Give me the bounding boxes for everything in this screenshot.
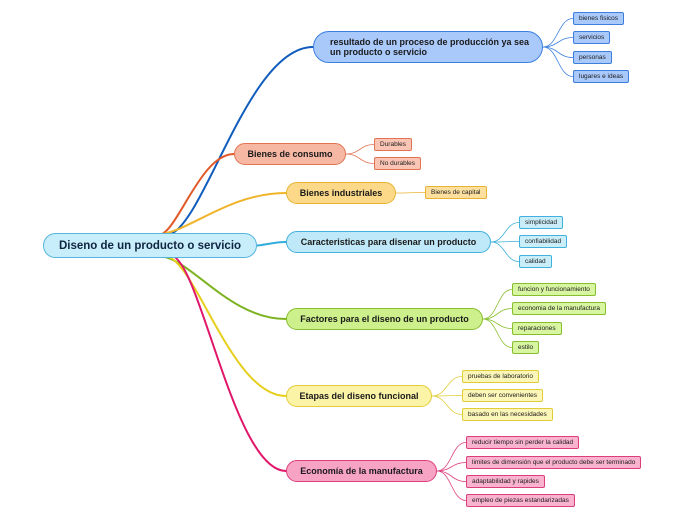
leaf-calidad[interactable]: calidad [519, 255, 552, 268]
connector-branch-1 [158, 153, 235, 236]
leaf-estilo[interactable]: estilo [512, 341, 540, 354]
connector-branch-4 [159, 255, 287, 320]
connector-leaf-1-1 [345, 153, 375, 164]
connector-branch-2 [155, 192, 287, 236]
connector-leaf-6-1 [436, 462, 467, 472]
leaf-reducir-tiempo[interactable]: reducir tiempo sin perder la calidad [466, 436, 580, 449]
connector-leaf-0-0 [542, 18, 574, 48]
leaf-confiabilidad[interactable]: confiabilidad [519, 235, 568, 248]
connector-branch-5 [165, 255, 287, 397]
branch-etapas[interactable]: Etapas del diseno funcional [286, 385, 432, 407]
connector-leaf-3-0 [490, 222, 520, 243]
leaf-lugares-ideas[interactable]: lugares e ideas [573, 70, 630, 83]
leaf-limites-dimension[interactable]: limites de dimensión que el producto deb… [466, 456, 642, 469]
leaf-no-durables[interactable]: No durables [374, 157, 422, 170]
branch-factores[interactable]: Factores para el diseno de un producto [286, 308, 483, 330]
connector-leaf-5-2 [431, 395, 463, 415]
connector-leaf-5-0 [431, 376, 463, 397]
connector-branch-6 [171, 255, 287, 472]
connector-branch-3 [256, 241, 287, 247]
connector-leaf-0-2 [542, 46, 574, 58]
connector-leaf-2-0 [395, 192, 426, 194]
connector-leaf-6-0 [436, 442, 467, 472]
connector-leaf-6-3 [436, 470, 467, 501]
leaf-bienes-fisicos[interactable]: bienes fisicos [573, 12, 625, 25]
leaf-economia-manufactura[interactable]: economia de la manufactura [512, 302, 607, 315]
connector-leaf-4-0 [482, 289, 513, 320]
branch-resultado[interactable]: resultado de un proceso de producción ya… [313, 31, 543, 63]
leaf-piezas-estandarizadas[interactable]: empleo de piezas estandarizadas [466, 494, 575, 507]
leaf-reparaciones[interactable]: reparaciones [512, 322, 562, 335]
connector-leaf-6-2 [436, 470, 467, 482]
leaf-adaptabilidad[interactable]: adaptabilidad y rapides [466, 475, 545, 488]
leaf-servicios[interactable]: servicios [573, 31, 611, 44]
leaf-necesidades[interactable]: basado en las necesidades [462, 408, 553, 421]
leaf-pruebas[interactable]: pruebas de laboratorio [462, 370, 540, 383]
leaf-convenientes[interactable]: deben ser convenientes [462, 389, 544, 402]
connector-leaf-3-2 [490, 241, 520, 262]
connector-leaf-0-1 [542, 37, 574, 48]
root-node[interactable]: Diseno de un producto o servicio [43, 233, 257, 258]
branch-bienes-industriales[interactable]: Bienes industriales [286, 182, 396, 204]
connector-leaf-4-1 [482, 308, 513, 320]
branch-bienes-consumo[interactable]: Bienes de consumo [234, 143, 346, 165]
leaf-funcion[interactable]: funcion y funcionamiento [512, 283, 596, 296]
branch-economia[interactable]: Economía de la manufactura [286, 460, 437, 482]
connector-leaf-0-3 [542, 46, 574, 77]
connector-leaf-1-0 [345, 144, 375, 155]
leaf-personas[interactable]: personas [573, 51, 612, 64]
leaf-bienes-capital[interactable]: Bienes de capital [425, 186, 487, 199]
connector-leaf-4-3 [482, 318, 513, 348]
leaf-simplicidad[interactable]: simplicidad [519, 216, 564, 229]
branch-caracteristicas[interactable]: Caracteristicas para disenar un producto [286, 231, 491, 253]
connector-branch-0 [167, 46, 314, 236]
leaf-durables[interactable]: Durables [374, 138, 413, 151]
